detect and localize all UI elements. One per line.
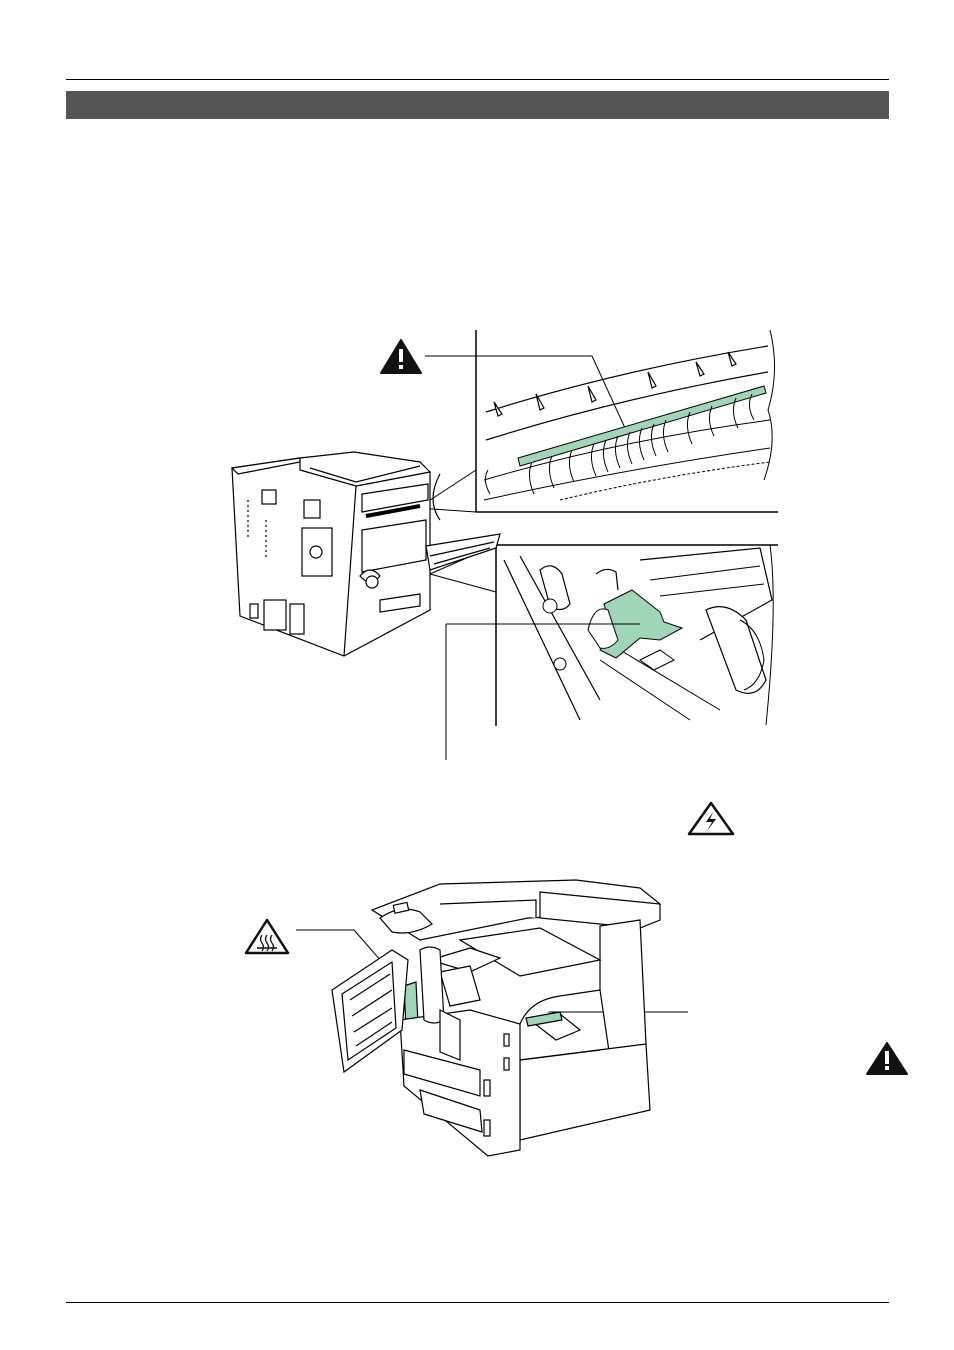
printer-rear-illustration <box>230 451 501 657</box>
highlight-fuser-area <box>403 981 419 1029</box>
inset-registration-guide <box>495 544 778 726</box>
leader-line-top-angle <box>591 355 626 429</box>
figure-rear-view <box>230 329 778 760</box>
footer-rule <box>66 1302 889 1303</box>
hot-surface-icon <box>244 918 290 955</box>
printer-front-illustration <box>331 879 662 1157</box>
warning-triangle-icon-bottom <box>866 1042 908 1075</box>
leader-line-hot-angle <box>353 929 411 995</box>
inset-transfer-roller <box>475 329 778 513</box>
electric-shock-icon <box>687 801 735 836</box>
header-rule <box>66 79 889 80</box>
warning-triangle-icon <box>380 339 422 374</box>
section-title-bar <box>66 91 889 119</box>
highlight-transfer-area <box>525 1011 563 1027</box>
highlight-transfer-roller <box>517 385 767 467</box>
